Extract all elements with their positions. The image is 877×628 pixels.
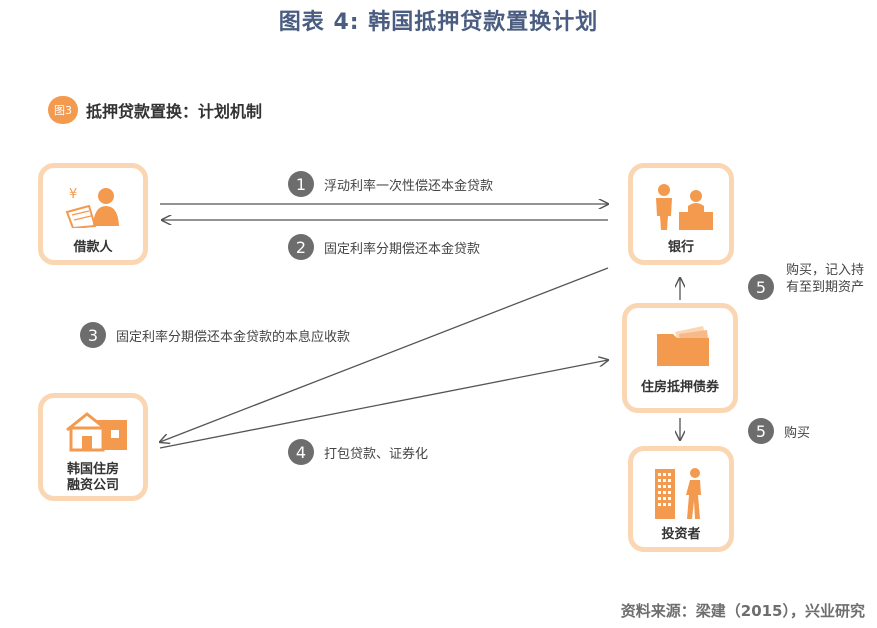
bank-node: 银行 [628, 163, 734, 265]
source-note: 资料来源：梁建（2015），兴业研究 [620, 602, 865, 620]
step-label: 打包贷款、证券化 [324, 446, 429, 462]
svg-text:¥: ¥ [69, 187, 77, 202]
diagram-subheading: 图3 抵押贷款置换：计划机制 [48, 96, 262, 124]
mbs-node: 住房抵押债券 [622, 303, 738, 413]
step-label: 浮动利率一次性偿还本金贷款 [324, 178, 494, 194]
figure-badge: 图3 [48, 96, 78, 124]
arrow-step4 [159, 360, 608, 449]
step-number: 5 [748, 274, 774, 300]
khfc-node: 韩国住房 融资公司 [38, 393, 148, 501]
step-1: 1 浮动利率一次性偿还本金贷款 [288, 171, 493, 197]
khfc-label-line1: 韩国住房 [66, 462, 119, 477]
mbs-label: 住房抵押债券 [640, 380, 719, 395]
diagram-subtitle: 抵押贷款置换：计划机制 [86, 102, 263, 121]
investor-icon [655, 468, 701, 519]
step-number: 4 [288, 439, 314, 465]
step-3: 3 固定利率分期偿还本金贷款的本息应收款 [80, 322, 350, 348]
step-label: 购买 [784, 425, 811, 441]
step-label: 固定利率分期偿还本金贷款的本息应收款 [116, 329, 351, 345]
khfc-label-line2: 融资公司 [66, 478, 119, 493]
step-number: 2 [288, 234, 314, 260]
borrower-label: 借款人 [73, 240, 113, 255]
bank-label: 银行 [667, 240, 694, 255]
step-5-investor: 5 购买 [748, 418, 810, 444]
house-icon [66, 412, 127, 452]
figure-title: 图表 4: 韩国抵押贷款置换计划 [278, 10, 599, 35]
step-2: 2 固定利率分期偿还本金贷款 [288, 234, 480, 260]
bank-teller-icon [656, 184, 713, 230]
investor-node: 投资者 [628, 446, 734, 552]
step-4: 4 打包贷款、证券化 [288, 439, 428, 465]
step-number: 1 [288, 171, 314, 197]
arrow-step3 [160, 267, 609, 442]
step-5-bank: 5 购买，记入持有至到期资产 [748, 262, 866, 300]
step-number: 5 [748, 418, 774, 444]
borrower-icon: ¥ [65, 187, 119, 228]
step-label: 固定利率分期偿还本金贷款 [324, 241, 481, 257]
borrower-node: ¥ 借款人 [38, 163, 148, 265]
folder-icon [657, 326, 709, 366]
step-label: 购买，记入持有至到期资产 [786, 263, 865, 295]
investor-label: 投资者 [661, 527, 701, 542]
step-number: 3 [80, 322, 106, 348]
